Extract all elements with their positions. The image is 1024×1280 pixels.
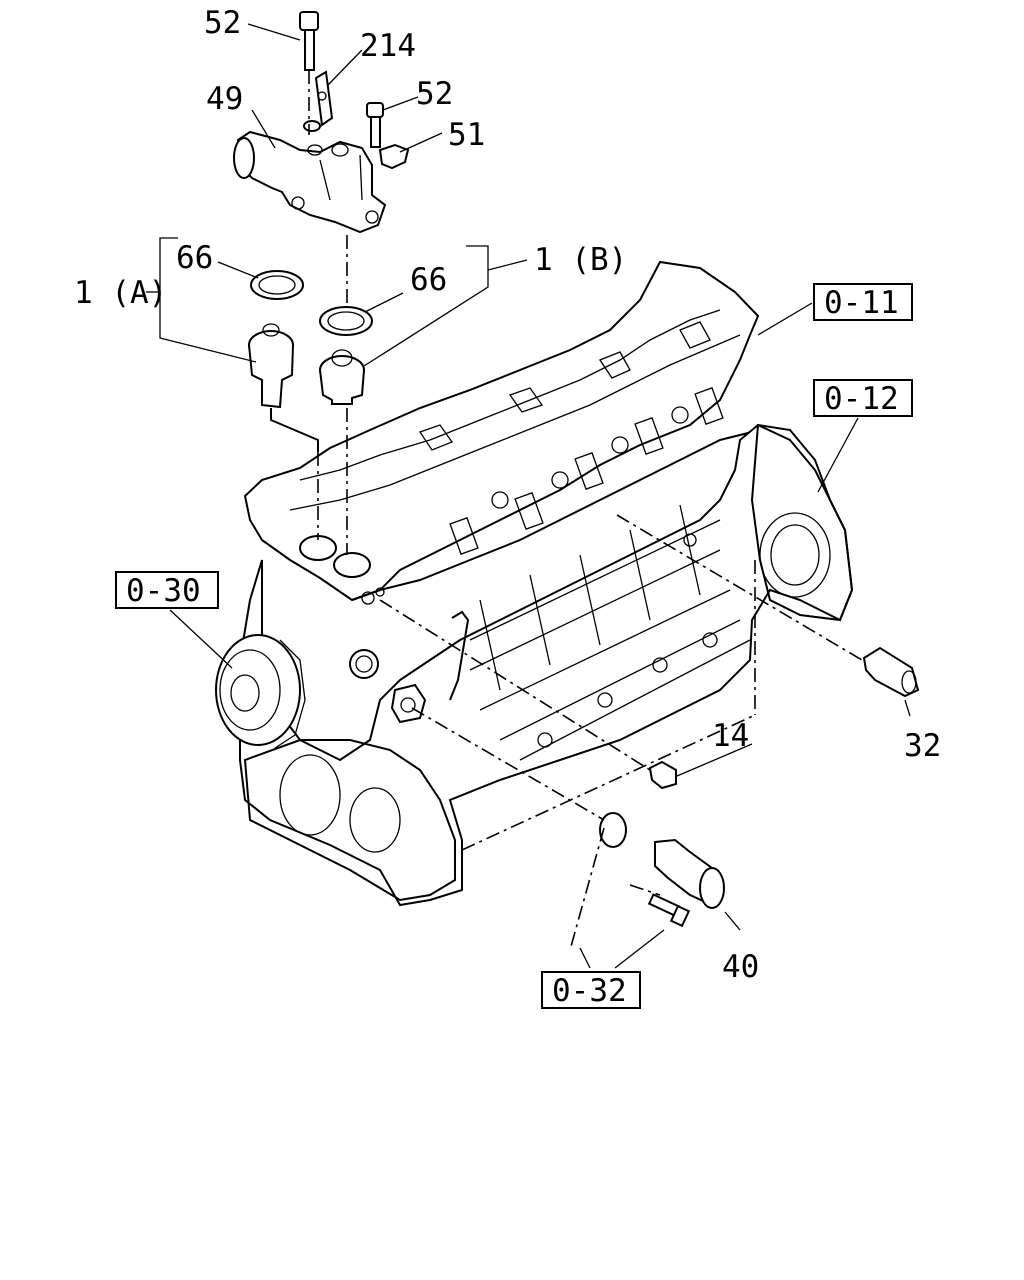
- callout-32: 32: [904, 728, 941, 764]
- callout-40: 40: [722, 949, 759, 985]
- callout-52-mid: 52: [416, 76, 453, 112]
- ref-box-0-30[interactable]: 0-30: [115, 571, 219, 609]
- callout-66-a: 66: [176, 240, 213, 276]
- svg-text:0-30: 0-30: [126, 573, 201, 609]
- svg-text:0-11: 0-11: [824, 285, 899, 321]
- callout-51: 51: [448, 117, 485, 153]
- callout-49: 49: [206, 81, 243, 117]
- gasket-ring-icon: [319, 306, 373, 336]
- gasket-ring-icon: [250, 270, 304, 300]
- bracket-icon: [303, 70, 334, 132]
- plug-icon: [862, 646, 920, 698]
- ref-box-0-11[interactable]: 0-11: [813, 283, 913, 321]
- plug-icon: [648, 760, 677, 790]
- callout-1a: 1 (A): [74, 275, 167, 311]
- ref-box-0-32[interactable]: 0-32: [541, 971, 641, 1009]
- svg-text:0-32: 0-32: [552, 973, 627, 1009]
- outlet-pipe-icon: [599, 812, 725, 928]
- callout-1b: 1 (B): [534, 242, 627, 278]
- callout-52-top: 52: [204, 5, 241, 41]
- ref-box-0-12[interactable]: 0-12: [813, 379, 913, 417]
- callout-66-b: 66: [410, 262, 447, 298]
- thermostat-icon: [248, 323, 294, 409]
- bolt-icon: [299, 11, 319, 71]
- thermostat-icon: [319, 349, 365, 405]
- bolt-icon: [366, 102, 384, 148]
- thermostat-housing-icon: [233, 130, 387, 234]
- callout-214: 214: [360, 28, 416, 64]
- leader-lines: [146, 23, 911, 969]
- svg-text:0-12: 0-12: [824, 381, 899, 417]
- clip-icon: [378, 143, 410, 170]
- callout-14: 14: [712, 718, 749, 754]
- engine-block-icon: [215, 260, 854, 907]
